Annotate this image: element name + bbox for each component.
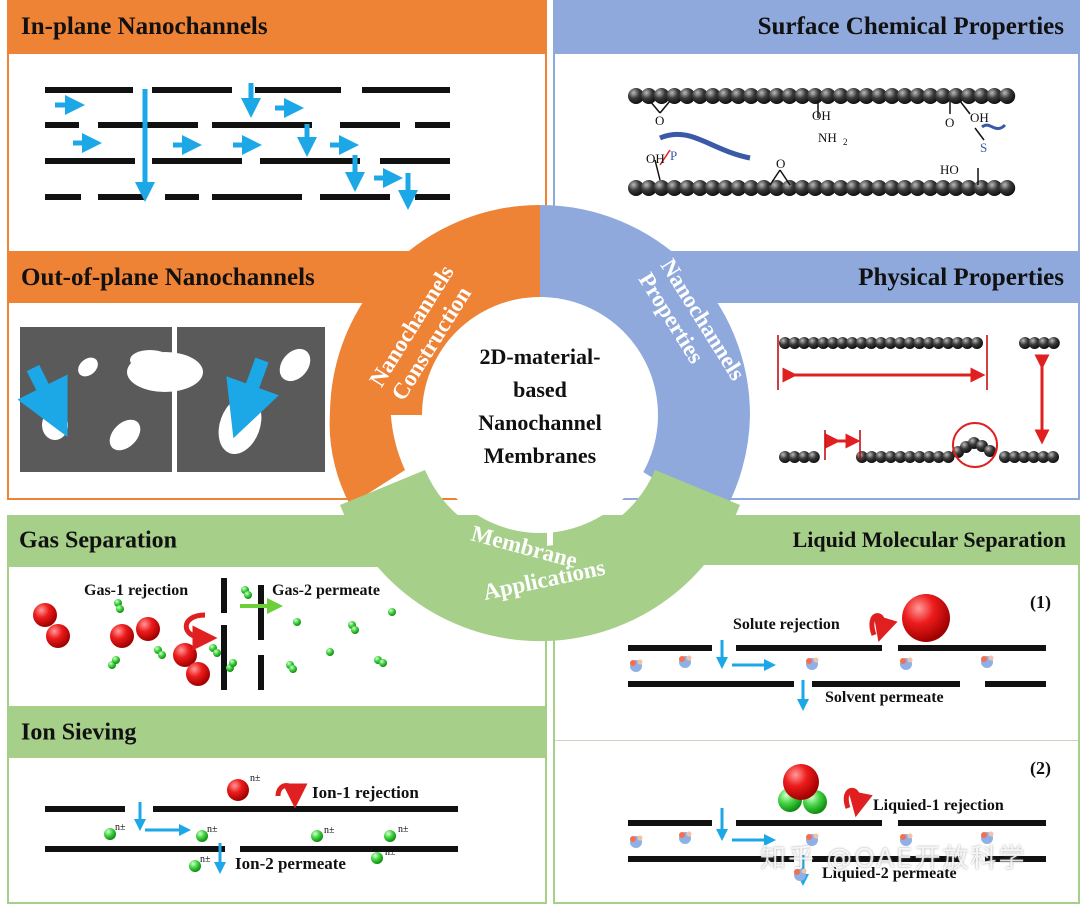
ion-sieving-diagram: n± n± n± n± n± n± n± [45,773,458,874]
chem-group-label: OH [812,108,831,123]
liquid-case2-number: (2) [1030,758,1051,778]
out-of-plane-diagram [17,327,325,472]
chem-group-label: S [980,140,987,155]
chem-group-label: OH [970,110,989,125]
physical-header: Physical Properties [553,253,1080,303]
solvent-permeate-label: Solvent permeate [825,689,944,706]
surface-chem-header: Surface Chemical Properties [553,0,1080,54]
graphene-sheets [45,87,450,200]
chem-group-label: NH [818,130,837,145]
ion-charge-7: n± [385,847,396,858]
chem-group-label: P [670,148,677,163]
physical-diagram [777,335,1060,468]
ion-charge-3: n± [207,824,218,835]
ion-rejection-label: Ion-1 rejection [312,783,419,802]
chem-group-label: HO [940,162,959,177]
chem-group-label: O [655,113,664,128]
ion-sieving-title: Ion Sieving [21,719,137,746]
surface-chem-title: Surface Chemical Properties [757,13,1064,40]
center-line-3: Nanochannel [478,410,602,435]
solute-rejection-label: Solute rejection [733,616,840,633]
liquied1-rejection-label: Liquied-1 rejection [873,797,1004,814]
graphene-sheet-bottom [628,180,1016,196]
chem-group-label: 2 [843,137,848,147]
wrinkle-highlight [952,422,998,468]
chem-group-label: O [945,115,954,130]
center-line-4: Membranes [483,443,597,468]
center-circle [422,297,658,533]
ion-sieving-header: Ion Sieving [7,708,547,758]
liquid-sep-diagram [628,594,1046,886]
gas-permeate-label: Gas-2 permeate [272,582,380,599]
in-plane-header: In-plane Nanochannels [7,0,547,54]
center-title: 2D-material- based Nanochannel Membranes [430,340,650,472]
out-of-plane-title: Out-of-plane Nanochannels [21,264,315,291]
ion-charge-5: n± [324,825,335,836]
ring-segment-properties [540,205,750,415]
ring-segment-applications [340,470,740,642]
ion-permeate-label: Ion-2 permeate [235,854,346,873]
gas-sep-title: Gas Separation [19,527,178,554]
watermark: 知乎 @OAE开放科学 [760,844,1027,874]
physical-title: Physical Properties [858,264,1064,291]
in-plane-title: In-plane Nanochannels [21,13,268,40]
chem-group-label: OH [646,151,665,166]
chem-group-label: O [776,156,785,171]
liquid-divider [555,740,1078,741]
graphene-sheet-top [628,88,1016,104]
liquid-sep-title: Liquid Molecular Separation [792,527,1066,552]
gas-rejection-label: Gas-1 rejection [84,582,189,599]
center-line-2: based [513,377,567,402]
ion-charge-4: n± [200,854,211,865]
flow-arrows [55,83,418,210]
liquied2-permeate-label: Liquied-2 permeate [822,865,957,882]
center-line-1: 2D-material- [479,344,601,369]
ion-charge-2: n± [115,822,126,833]
in-plane-diagram [45,83,450,210]
gas-sep-diagram [33,578,396,690]
ring-segment-construction [329,250,478,505]
vertical-flow-arrows [17,357,279,439]
ion-charge-6: n± [398,824,409,835]
dimension-arrows [782,354,1050,449]
central-ring: Nanochannels Construction Nanochannels P… [329,205,750,642]
ion-charge-1: n± [250,773,261,784]
liquid-case1-number: (1) [1030,592,1051,612]
